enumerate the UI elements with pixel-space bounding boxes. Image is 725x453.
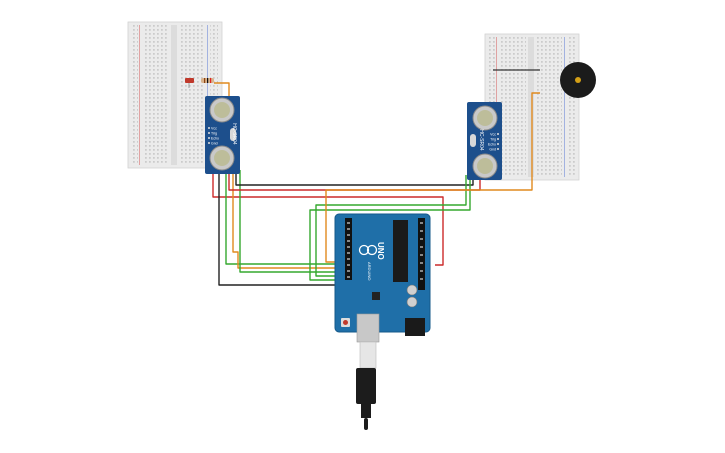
usb-cable — [356, 341, 377, 430]
wire-buzzer-orange — [325, 92, 540, 263]
sensor-right-pin-4: Gnd — [489, 148, 496, 152]
ultrasonic-sensor-left: HC-SR04 Vcc Trig Echo Gnd — [205, 96, 240, 174]
sensor-left-model: HC-SR04 — [231, 123, 237, 145]
sensor-left-pin-4: Gnd — [211, 142, 218, 146]
sensor-right-pin-2: Trig — [490, 138, 496, 142]
wire-right-red — [228, 170, 481, 191]
wire-left-black — [218, 170, 340, 286]
wires — [212, 82, 540, 286]
wire-left-green-2 — [239, 170, 340, 273]
atmega-chip — [393, 220, 408, 282]
wire-left-orange — [232, 170, 340, 269]
sensor-right-pin-1: Vcc — [490, 133, 496, 137]
resistor — [201, 78, 214, 83]
wire-left-red — [212, 170, 444, 266]
sensor-right-pin-3: Echo — [488, 143, 496, 147]
wire-right-green-2 — [309, 175, 471, 281]
usb-port — [356, 313, 380, 343]
wire-right-black — [235, 170, 474, 186]
ultrasonic-sensor-right: HC-SR04 Vcc Trig Echo Gnd — [467, 102, 502, 180]
power-jack — [405, 318, 425, 336]
board-brand: ARDUINO — [367, 262, 372, 280]
breadboard-left — [127, 21, 223, 169]
arduino-uno-board: UNO ARDUINO — [334, 213, 431, 343]
sensor-right-model: HC-SR04 — [478, 129, 484, 151]
piezo-buzzer — [560, 62, 596, 98]
sensor-left-pin-2: Trig — [211, 132, 217, 136]
sensor-left-pin-3: Echo — [211, 137, 219, 141]
sensor-left-pin-1: Vcc — [211, 127, 217, 131]
wire-right-green — [315, 175, 467, 277]
board-name: UNO — [376, 242, 385, 260]
arduino-logo — [358, 244, 378, 256]
reset-button — [343, 320, 348, 325]
led-red — [185, 78, 194, 88]
wire-left-green — [225, 170, 340, 265]
